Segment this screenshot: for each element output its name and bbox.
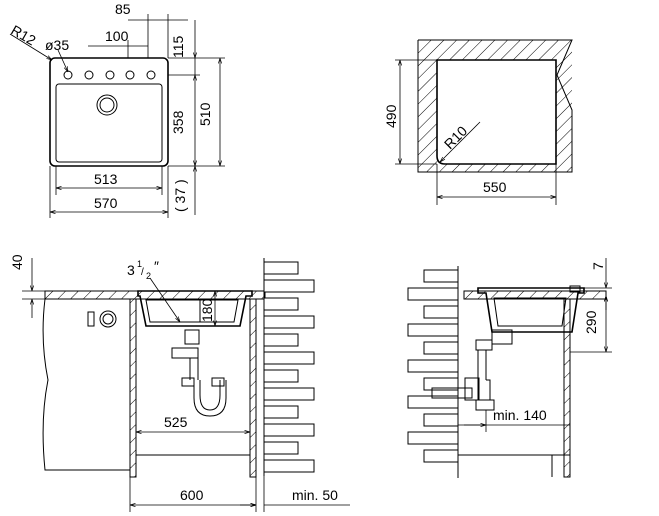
dim-100: 100 — [105, 28, 129, 44]
drain-icon — [96, 94, 118, 116]
dim-570: 570 — [94, 195, 118, 211]
dim-min50: min. 50 — [292, 487, 338, 503]
dim-290: 290 — [583, 310, 599, 334]
sink-bowl — [55, 83, 163, 163]
sink-outline — [49, 57, 169, 167]
waste-size-den: 2 — [146, 271, 151, 281]
dim-37: ( 37 ) — [172, 179, 188, 212]
dim-358: 358 — [170, 110, 186, 134]
dim-525: 525 — [164, 414, 188, 430]
front-view: 40 3 1 / 2 ″ 180 — [9, 254, 350, 512]
dim-180: 180 — [199, 298, 215, 322]
tap-holes — [63, 70, 156, 80]
dim-r12: R12 — [8, 22, 38, 49]
siphon — [171, 329, 227, 417]
waste-size-whole: 3 — [127, 262, 135, 278]
cutout-view: 490 550 R10 — [383, 39, 573, 205]
dim-115: 115 — [170, 35, 186, 58]
dim-490: 490 — [383, 104, 399, 128]
dim-600: 600 — [180, 487, 204, 503]
dim-85: 85 — [115, 1, 131, 17]
side-siphon — [431, 329, 513, 411]
dim-r10: R10 — [441, 122, 471, 152]
brick-wall-front — [263, 258, 315, 476]
dim-7: 7 — [590, 262, 606, 270]
top-view: R12 ø35 85 100 115 358 510 ( 37 ) 513 — [8, 1, 225, 218]
waste-size-num: 1 — [137, 259, 142, 269]
dim-hole: ø35 — [45, 37, 69, 53]
side-view: 7 290 min. 140 — [407, 258, 612, 478]
dim-510: 510 — [197, 102, 213, 126]
dim-min140: min. 140 — [493, 407, 547, 423]
svg-text:/: / — [141, 267, 144, 278]
dim-513: 513 — [94, 171, 118, 187]
dim-550: 550 — [483, 179, 507, 195]
brick-wall-side — [407, 266, 459, 476]
dim-40: 40 — [9, 254, 25, 270]
waste-size-mark: ″ — [154, 258, 159, 274]
